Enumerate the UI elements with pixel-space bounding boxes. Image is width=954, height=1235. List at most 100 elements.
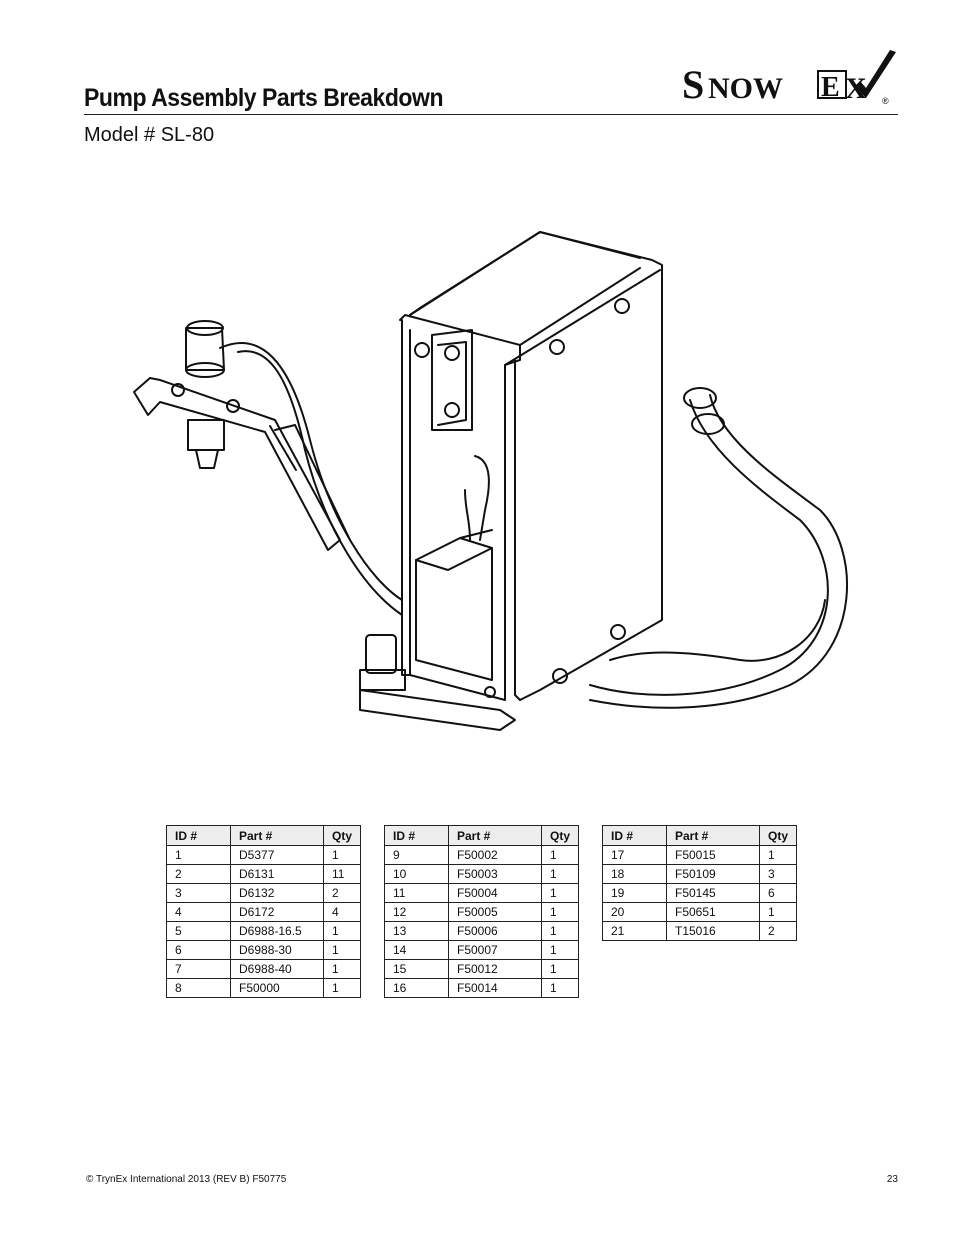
svg-text:®: ® [882,96,889,106]
part-cell: F50007 [448,940,542,960]
qty-cell: 6 [759,883,797,903]
id-cell: 13 [384,921,449,941]
pump-assembly-drawing [133,231,849,731]
qty-cell: 1 [541,978,579,998]
bolt-icon [414,342,430,358]
id-cell: 11 [384,883,449,903]
column-header-id: ID # [384,825,449,846]
svg-text:S: S [682,62,704,107]
id-cell: 12 [384,902,449,922]
hose-left-upper [219,342,403,601]
column-header-qty: Qty [541,825,579,846]
svg-text:NOW: NOW [708,72,783,105]
id-cell: 17 [602,845,667,865]
qty-cell: 1 [541,845,579,865]
id-cell: 6 [166,940,231,960]
id-cell: 16 [384,978,449,998]
qty-cell: 1 [541,883,579,903]
part-cell: F50006 [448,921,542,941]
id-cell: 5 [166,921,231,941]
qty-cell: 1 [541,940,579,960]
part-cell: D6131 [230,864,324,884]
page-title: Pump Assembly Parts Breakdown [84,84,444,112]
part-cell: F50651 [666,902,760,922]
qty-cell: 1 [323,978,361,998]
qty-cell: 1 [759,845,797,865]
qty-cell: 3 [759,864,797,884]
qty-cell: 1 [541,959,579,979]
qty-cell: 2 [323,883,361,903]
column-header-qty: Qty [323,825,361,846]
qty-cell: 1 [323,845,361,865]
part-cell: D5377 [230,845,324,865]
column-header-id: ID # [602,825,667,846]
id-cell: 9 [384,845,449,865]
qty-cell: 1 [323,940,361,960]
part-cell: F50000 [230,978,324,998]
hose-right [589,399,829,696]
column-header-part: Part # [666,825,760,846]
id-cell: 1 [166,845,231,865]
model-number: Model # SL-80 [84,124,215,146]
id-cell: 10 [384,864,449,884]
id-cell: 3 [166,883,231,903]
part-cell: F50002 [448,845,542,865]
nozzle-lower [187,419,225,451]
id-cell: 8 [166,978,231,998]
id-cell: 14 [384,940,449,960]
part-cell: F50109 [666,864,760,884]
id-cell: 21 [602,921,667,941]
part-cell: D6172 [230,902,324,922]
id-cell: 4 [166,902,231,922]
part-cell: F50014 [448,978,542,998]
snowex-logo: S NOW E X ® [682,50,896,107]
column-header-part: Part # [448,825,542,846]
copyright-text: © TrynEx International 2013 (REV B) F507… [86,1174,287,1185]
part-cell: D6132 [230,883,324,903]
qty-cell: 4 [323,902,361,922]
part-cell: F50004 [448,883,542,903]
part-cell: D6988-30 [230,940,324,960]
qty-cell: 1 [759,902,797,922]
page-number: 23 [886,1174,898,1185]
qty-cell: 1 [541,864,579,884]
id-cell: 20 [602,902,667,922]
part-cell: T15016 [666,921,760,941]
id-cell: 19 [602,883,667,903]
id-cell: 15 [384,959,449,979]
column-header-id: ID # [166,825,231,846]
part-cell: F50015 [666,845,760,865]
nozzle-bracket [133,377,341,551]
cabinet-top [409,231,641,316]
svg-text:E: E [821,72,840,103]
svg-text:X: X [845,72,867,105]
part-cell: F50012 [448,959,542,979]
pump-motor-box [415,537,493,681]
qty-cell: 1 [541,921,579,941]
qty-cell: 2 [759,921,797,941]
part-cell: F50003 [448,864,542,884]
qty-cell: 1 [323,921,361,941]
column-header-qty: Qty [759,825,797,846]
column-header-part: Part # [230,825,324,846]
